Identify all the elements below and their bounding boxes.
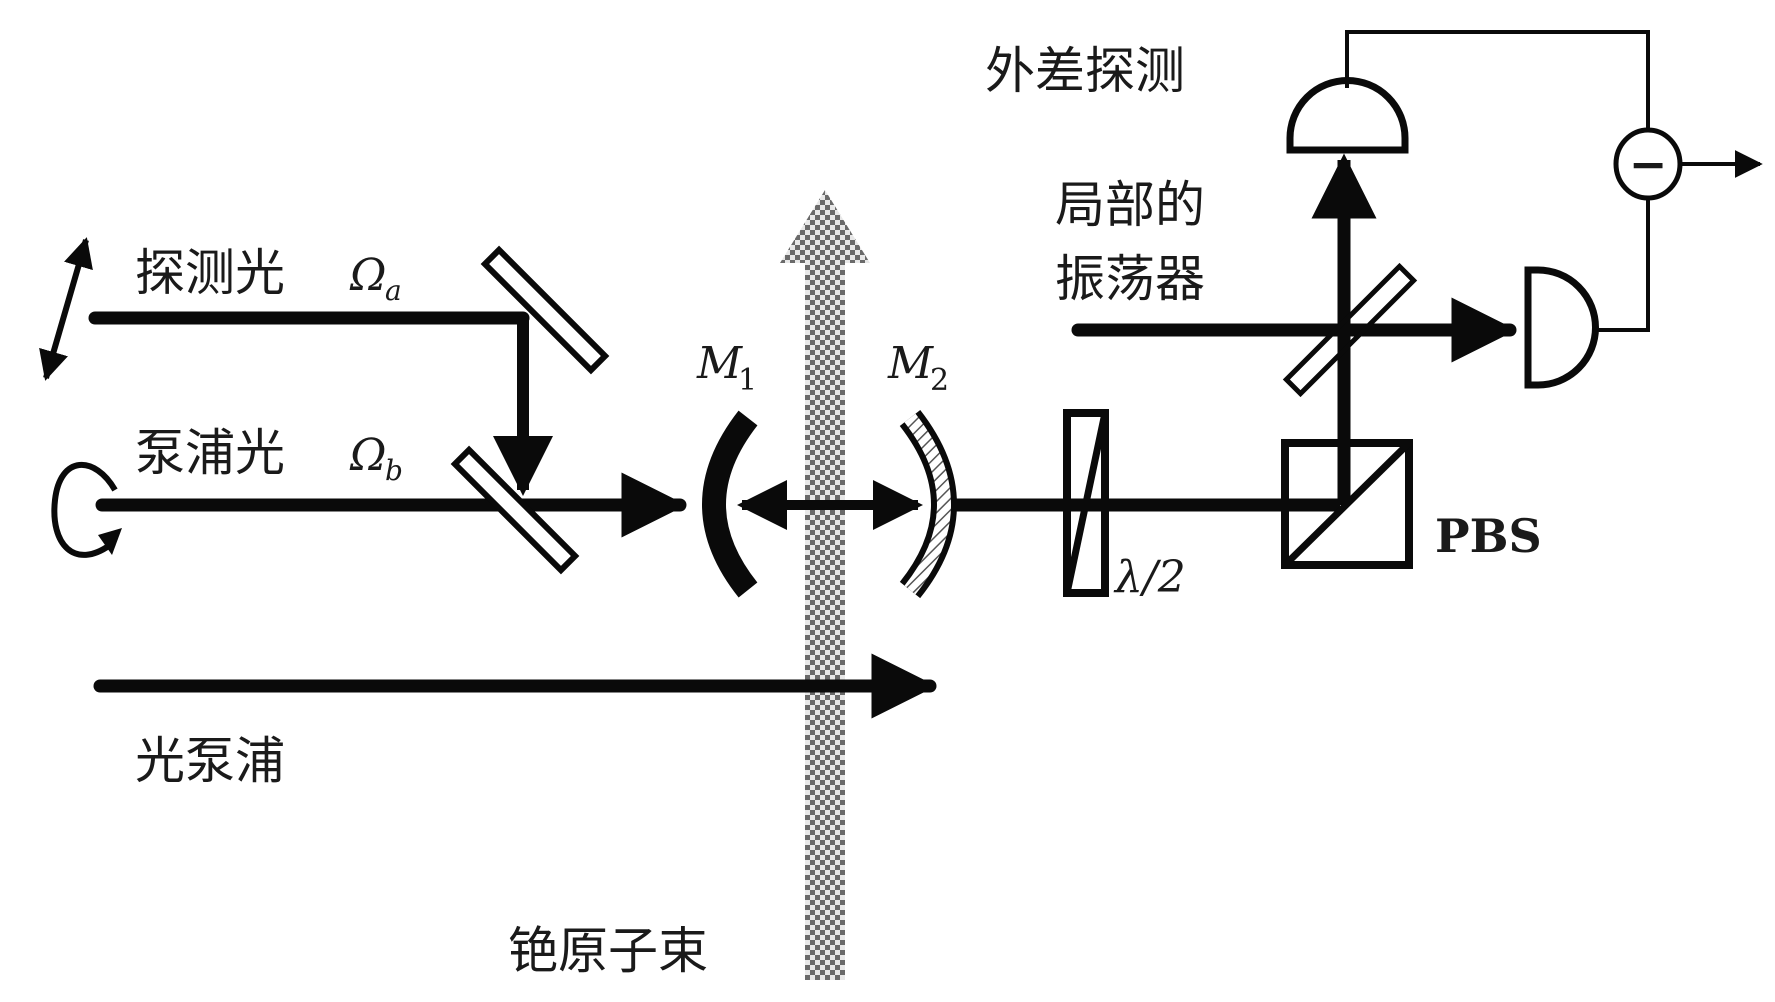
optical-pumping-label: 光泵浦	[135, 732, 285, 790]
local-oscillator-label-line1: 局部的	[1055, 176, 1205, 234]
mirror-m2-label: M	[887, 338, 934, 389]
steering-mirror	[480, 245, 610, 375]
half-wave-plate-label: λ/2	[1113, 552, 1186, 603]
pump-light-label: 泵浦光	[135, 424, 285, 482]
pump-omega-symbol: Ω	[349, 430, 386, 481]
probe-omega-symbol: Ω	[349, 250, 386, 301]
beam-combiner	[450, 445, 580, 575]
circular-polarization-icon	[51, 461, 122, 558]
cavity-mirror-m1	[702, 410, 758, 598]
cesium-atom-beam	[780, 190, 870, 980]
cesium-atom-beam-label: 铯原子束	[508, 922, 708, 980]
mirror-m2-subscript: 2	[930, 363, 949, 398]
cavity-mirror-m2	[899, 409, 957, 599]
pump-omega-subscript: b	[385, 454, 403, 487]
local-oscillator-label-line2: 振荡器	[1055, 250, 1205, 308]
right-photodetector	[1524, 266, 1599, 389]
pbs-label: PBS	[1435, 509, 1542, 563]
heterodyne-detection-label: 外差探测	[985, 42, 1185, 100]
probe-light-label: 探测光	[135, 244, 285, 302]
subtractor-symbol: −	[1629, 137, 1668, 191]
mirror-m1-label: M	[696, 338, 743, 389]
upper-photodetector	[1286, 77, 1409, 154]
atom-beam-shaft	[805, 262, 845, 980]
homodyne-beam-splitter	[1282, 262, 1418, 398]
half-wave-plate	[1063, 409, 1109, 597]
probe-omega-subscript: a	[385, 274, 402, 307]
linear-polarization-icon	[39, 237, 93, 381]
detector-wiring	[1345, 30, 1650, 332]
mirror-m1-subscript: 1	[738, 363, 757, 398]
atom-beam-arrowhead	[780, 190, 870, 263]
